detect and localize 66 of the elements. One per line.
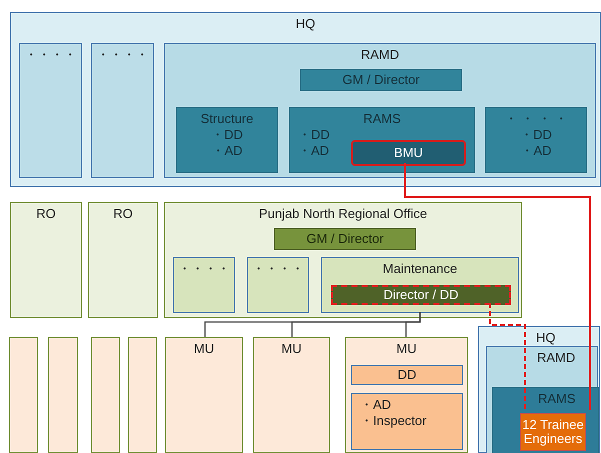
unit-box [91, 43, 154, 178]
list-item: ・AD [211, 143, 243, 159]
unit-title: Structure [200, 111, 254, 127]
unit-title: ・AD [359, 397, 392, 413]
unit-title: ・・・・ [96, 47, 148, 63]
unit-title: DD [398, 367, 416, 383]
list-item: ・AD [297, 143, 330, 159]
unit-title: HQ [535, 330, 556, 346]
unit-box [88, 202, 158, 318]
unit-box [274, 228, 416, 250]
unit-panel [164, 202, 522, 318]
list-item: ・DD [520, 127, 552, 143]
unit-panel [289, 107, 475, 173]
unit-box [173, 257, 235, 313]
unit-box [300, 69, 462, 91]
unit-title: ・・・・ [24, 47, 76, 63]
list-item: ・AD [520, 143, 552, 159]
unit-title: BMU [394, 145, 423, 161]
unit-title: GM / Director [342, 72, 420, 88]
unit-box [10, 202, 82, 318]
unit-title: ・ ・ ・ ・ [504, 111, 568, 127]
unit-title: RAMS [363, 111, 401, 127]
unit-title: RAMS [537, 391, 576, 407]
list-item: ・DD [297, 127, 330, 143]
unit-title: GM / Director [306, 231, 384, 247]
unit-panel [345, 337, 468, 453]
unit-box [176, 107, 278, 173]
list-item: ・Inspector [359, 413, 426, 429]
unit-title: ・・・・ [252, 261, 304, 277]
unit-title: Maintenance [382, 261, 458, 277]
unit-panel [478, 326, 600, 453]
unit-box [520, 413, 586, 451]
unit-title: RAMD [360, 47, 400, 63]
connector-line [404, 163, 591, 410]
unit-title: MU [194, 341, 214, 357]
unit-box [331, 285, 511, 305]
empty-box [9, 337, 38, 453]
unit-title: ・・・・ [178, 261, 230, 277]
list-item: ・DD [211, 127, 243, 143]
unit-title: RO [36, 206, 56, 222]
unit-panel [164, 43, 596, 178]
unit-title: Punjab North Regional Office [258, 206, 428, 222]
unit-title: MU [396, 341, 417, 357]
unit-box [351, 393, 463, 450]
unit-box [19, 43, 82, 178]
empty-box [48, 337, 78, 453]
unit-title: HQ [296, 16, 316, 32]
unit-panel [492, 387, 599, 453]
unit-panel [321, 257, 519, 313]
unit-box [351, 365, 463, 385]
dashed-connector [489, 303, 526, 410]
unit-panel [10, 12, 601, 187]
unit-box [351, 140, 466, 166]
unit-title: Director / DD [383, 287, 459, 303]
unit-title: MU [281, 341, 302, 357]
connector-line [405, 312, 421, 337]
unit-box [165, 337, 243, 453]
empty-box [128, 337, 157, 453]
unit-panel [486, 346, 598, 453]
unit-title: RAMD [536, 350, 576, 366]
unit-title: RO [113, 206, 133, 222]
unit-title: 12 Trainee Engineers [521, 418, 585, 446]
unit-box [485, 107, 587, 173]
unit-box [247, 257, 309, 313]
empty-box [91, 337, 120, 453]
unit-box [253, 337, 330, 453]
